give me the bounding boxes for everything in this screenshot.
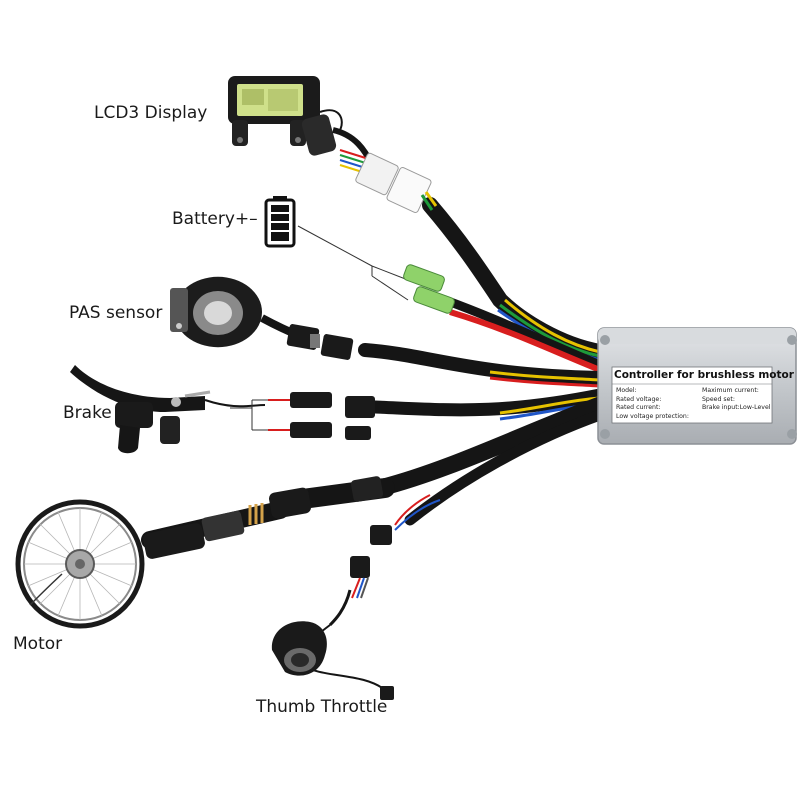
controller-spec-row: Rated voltage: Speed set: <box>616 396 772 405</box>
controller-title: Controller for brushless motor <box>614 369 794 381</box>
lcd-connector <box>339 149 438 214</box>
spec-key: Rated voltage: <box>616 395 662 403</box>
controller-spec-row: Rated current: Brake input:Low-Level <box>616 404 772 413</box>
label-thumb-throttle: Thumb Throttle <box>256 697 388 717</box>
controller-spec-row: Model: Maximum current: <box>616 387 772 396</box>
brake-connectors <box>230 392 375 440</box>
battery-pointer <box>297 225 409 301</box>
label-motor: Motor <box>13 634 63 654</box>
spec-key: Brake input:Low-Level <box>702 404 771 411</box>
spec-key: Maximum current: <box>702 387 759 394</box>
throttle-connector <box>350 525 392 599</box>
controller-spec-row: Low voltage protection: <box>616 413 772 422</box>
lcd-display-icon <box>228 76 375 167</box>
controller-box-icon <box>597 327 797 445</box>
brake-lever-icon <box>70 365 211 454</box>
spec-key: Model: <box>616 387 637 394</box>
pas-sensor-icon <box>170 276 354 360</box>
label-pas-sensor: PAS sensor <box>69 303 163 323</box>
battery-connector <box>403 264 455 314</box>
spec-key: Rated current: <box>616 404 661 411</box>
wheel-motor-icon <box>15 499 145 629</box>
motor-connector <box>143 476 384 559</box>
battery-icon <box>264 196 296 248</box>
controller-specs: Model: Maximum current: Rated voltage: S… <box>616 387 772 421</box>
spec-key: Speed set: <box>702 395 735 403</box>
label-lcd-display: LCD3 Display <box>94 103 208 123</box>
spec-key: Low voltage protection: <box>616 412 689 420</box>
thumb-throttle-icon <box>271 621 394 700</box>
label-brake: Brake <box>63 403 112 423</box>
label-battery: Battery+– <box>172 209 258 229</box>
